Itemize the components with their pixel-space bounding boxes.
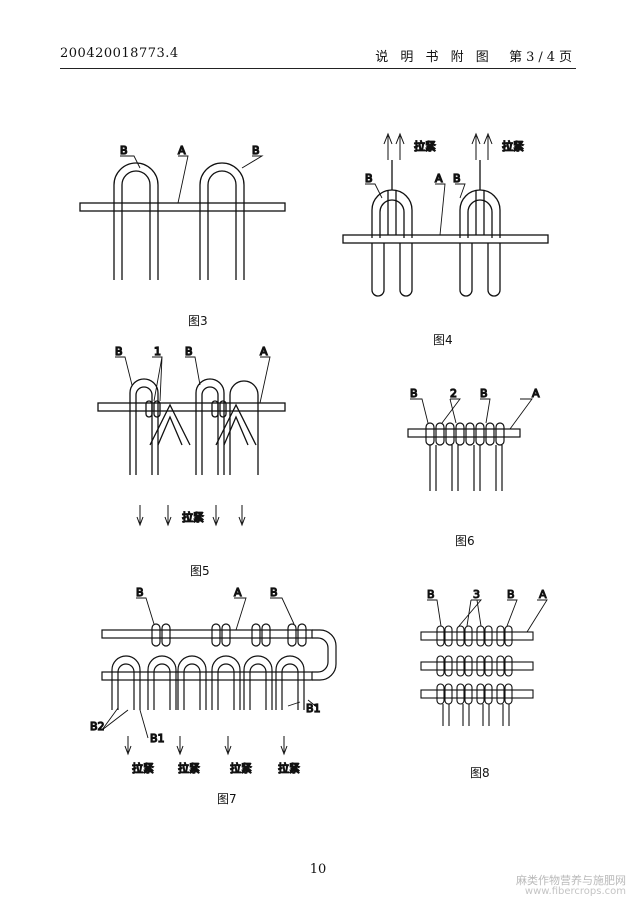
- page-number: 10: [309, 862, 327, 877]
- pull-label: 拉紧: [178, 761, 200, 775]
- label-a: A: [260, 345, 268, 358]
- rod-a: [97, 402, 286, 412]
- label-1: 1: [154, 345, 161, 358]
- rod-a: [79, 202, 286, 212]
- label-b: B: [507, 588, 515, 601]
- figure-7: B A B B2 B1 B1 拉紧 拉紧 拉紧 拉紧: [89, 585, 337, 776]
- watermark-url: www.fibercrops.com: [524, 886, 626, 897]
- label-b1: B1: [306, 702, 321, 715]
- pull-label: 拉紧: [502, 139, 524, 153]
- caption-fig7: 图7: [217, 792, 237, 806]
- figure-3: B A B: [79, 143, 286, 280]
- label-b1: B1: [150, 732, 165, 745]
- label-b: B: [453, 172, 461, 185]
- header-doc-number: 200420018773.4: [60, 46, 179, 61]
- label-b: B: [427, 588, 435, 601]
- caption-fig8: 图8: [470, 766, 490, 780]
- header-rule: [60, 68, 576, 69]
- label-3: 3: [473, 588, 480, 601]
- figure-5: B 1 B A 拉紧: [97, 344, 286, 527]
- label-b: B: [252, 144, 260, 157]
- caption-fig3: 图3: [188, 314, 208, 328]
- header-section-title: 说 明 书 附 图 第3/4页: [375, 50, 576, 65]
- label-b: B: [270, 586, 278, 599]
- loop-right: [199, 162, 245, 280]
- label-a: A: [178, 144, 186, 157]
- label-a: A: [532, 387, 540, 400]
- label-a: A: [435, 172, 443, 185]
- caption-fig4: 图4: [433, 333, 453, 347]
- label-b: B: [365, 172, 373, 185]
- pull-label: 拉紧: [278, 761, 300, 775]
- figure-8: B 3 B A: [420, 587, 548, 726]
- loop-left: [371, 189, 413, 297]
- label-b: B: [115, 345, 123, 358]
- label-b: B: [480, 387, 488, 400]
- label-b: B: [410, 387, 418, 400]
- label-2: 2: [450, 387, 457, 400]
- watermark-text: 麻类作物营养与施肥网: [516, 874, 626, 887]
- label-b: B: [120, 144, 128, 157]
- pull-label: 拉紧: [230, 761, 252, 775]
- caption-fig6: 图6: [455, 534, 475, 548]
- figure-4: B A B 拉紧 拉紧: [342, 132, 549, 297]
- loop-right: [459, 189, 501, 297]
- pull-label: 拉紧: [132, 761, 154, 775]
- loop-left: [113, 162, 159, 280]
- rod-a-upper: [101, 629, 313, 639]
- rod-a: [342, 234, 549, 244]
- figure-6: B 2 B A: [407, 386, 541, 491]
- label-b: B: [185, 345, 193, 358]
- label-a: A: [539, 588, 547, 601]
- pull-label: 拉紧: [182, 510, 204, 524]
- rod-a-lower: [101, 671, 313, 681]
- pull-label: 拉紧: [414, 139, 436, 153]
- caption-fig5: 图5: [190, 564, 210, 578]
- label-a: A: [234, 586, 242, 599]
- label-b: B: [136, 586, 144, 599]
- label-b2: B2: [90, 720, 105, 733]
